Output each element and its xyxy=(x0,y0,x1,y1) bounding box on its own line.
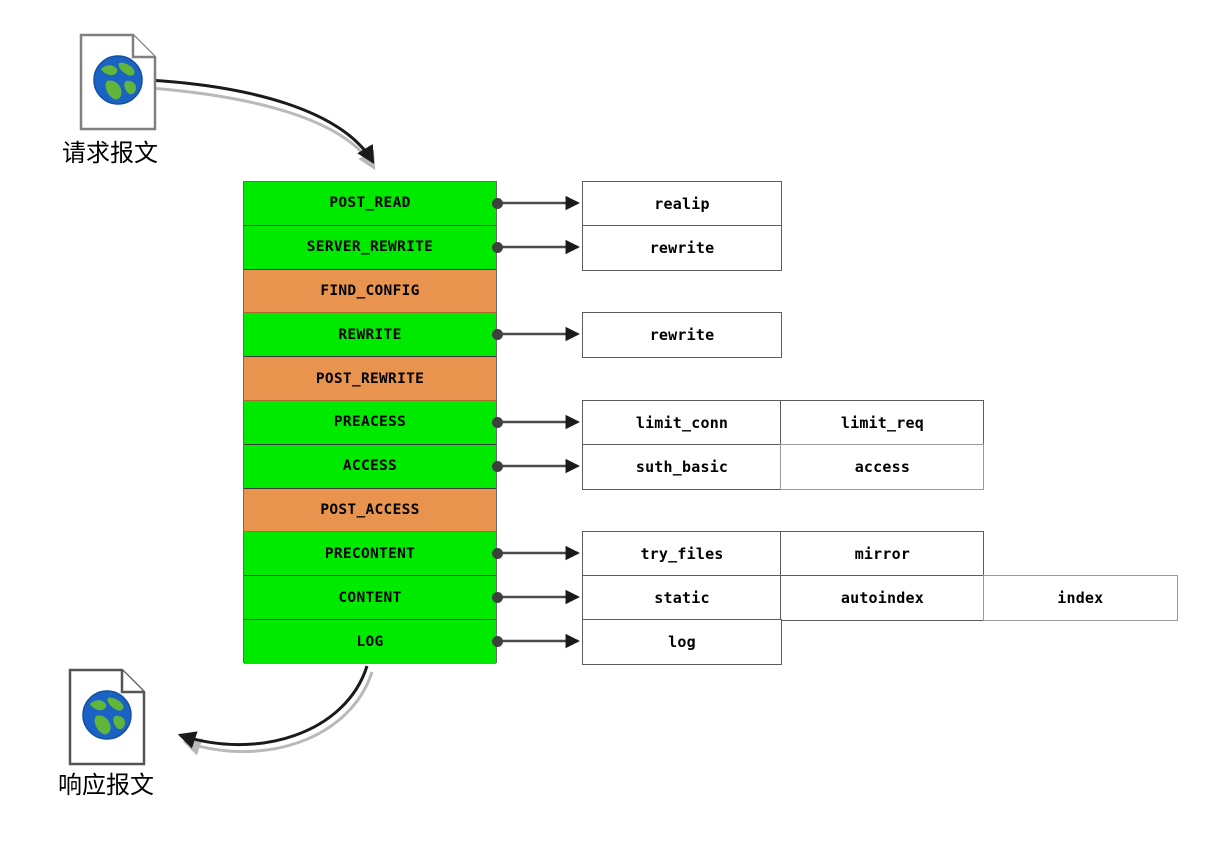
module-row-precontent: try_files mirror xyxy=(582,531,1176,577)
module-cell-mirror[interactable]: mirror xyxy=(780,531,985,577)
phase-row-log[interactable]: LOG xyxy=(244,619,496,664)
module-label: static xyxy=(654,588,710,607)
module-cell-access[interactable]: access xyxy=(780,444,985,490)
module-cell-index[interactable]: index xyxy=(982,575,1178,621)
module-label: rewrite xyxy=(649,238,715,257)
module-label: limit_conn xyxy=(635,413,729,432)
module-label: autoindex xyxy=(840,588,924,607)
phase-row-content[interactable]: CONTENT xyxy=(244,576,496,620)
phase-label: REWRITE xyxy=(338,326,402,343)
module-row-rewrite: rewrite xyxy=(582,312,782,358)
response-arrow-shadow xyxy=(182,671,374,756)
phase-row-post-access[interactable]: POST_ACCESS xyxy=(244,488,496,533)
module-cell-static[interactable]: static xyxy=(582,575,782,621)
module-row-post-read: realip xyxy=(582,181,782,227)
response-node-label: 响应报文 xyxy=(58,771,154,799)
connector-dot-access xyxy=(492,461,503,472)
module-label: realip xyxy=(654,194,710,213)
module-cell-auth-basic[interactable]: suth_basic xyxy=(582,444,782,490)
phase-row-preacess[interactable]: PREACESS xyxy=(244,400,496,445)
connector-dot-preacess xyxy=(492,417,503,428)
module-label: try_files xyxy=(640,544,724,563)
module-cell-autoindex[interactable]: autoindex xyxy=(780,575,985,621)
module-row-server-rewrite: rewrite xyxy=(582,225,782,271)
module-group-a: realip rewrite xyxy=(582,181,782,271)
module-group-c: limit_conn limit_req suth_basic access xyxy=(582,400,985,490)
phase-row-server-rewrite[interactable]: SERVER_REWRITE xyxy=(244,225,496,270)
connector-dot-post-read xyxy=(492,198,503,209)
connector-dot-server-rewrite xyxy=(492,242,503,253)
module-row-content: static autoindex index xyxy=(582,575,1178,621)
response-document-icon xyxy=(68,668,146,766)
module-row-access: suth_basic access xyxy=(582,444,985,490)
phase-row-access[interactable]: ACCESS xyxy=(244,444,496,489)
connector-dot-content xyxy=(492,592,503,603)
connector-dot-rewrite xyxy=(492,329,503,340)
module-label: rewrite xyxy=(649,325,715,344)
phase-row-post-rewrite[interactable]: POST_REWRITE xyxy=(244,357,496,401)
module-cell-limit-conn[interactable]: limit_conn xyxy=(582,400,782,446)
module-label: suth_basic xyxy=(635,457,729,476)
phase-label: ACCESS xyxy=(342,458,398,475)
module-group-d: try_files mirror static autoindex index … xyxy=(582,531,1178,665)
module-cell-rewrite[interactable]: rewrite xyxy=(582,225,782,271)
phase-label: LOG xyxy=(356,633,384,650)
phase-label: CONTENT xyxy=(338,589,402,606)
phase-stack: POST_READ SERVER_REWRITE FIND_CONFIG REW… xyxy=(243,181,497,664)
globe-icon xyxy=(93,55,143,105)
phase-label: POST_READ xyxy=(329,195,411,212)
module-label: mirror xyxy=(854,544,911,563)
phase-label: PREACESS xyxy=(333,414,407,431)
module-cell-rewrite[interactable]: rewrite xyxy=(582,312,782,358)
request-arrow xyxy=(147,78,375,165)
phase-label: POST_ACCESS xyxy=(320,501,420,518)
phase-label: SERVER_REWRITE xyxy=(306,239,434,256)
request-node-label: 请求报文 xyxy=(62,139,158,167)
module-label: access xyxy=(854,457,911,476)
module-cell-realip[interactable]: realip xyxy=(582,181,782,227)
module-label: limit_req xyxy=(840,413,924,432)
module-group-b: rewrite xyxy=(582,312,782,358)
request-document-icon xyxy=(79,33,157,131)
module-label: index xyxy=(1057,588,1104,607)
phase-label: POST_REWRITE xyxy=(315,370,425,387)
phase-label: PRECONTENT xyxy=(324,545,416,562)
module-row-log: log xyxy=(582,619,1176,665)
module-cell-limit-req[interactable]: limit_req xyxy=(780,400,985,446)
module-cell-log[interactable]: log xyxy=(582,619,782,665)
globe-icon xyxy=(82,690,132,740)
phase-label: FIND_CONFIG xyxy=(320,282,420,299)
phase-row-rewrite[interactable]: REWRITE xyxy=(244,313,496,358)
connector-dot-precontent xyxy=(492,548,503,559)
phase-row-post-read[interactable]: POST_READ xyxy=(244,182,496,226)
response-arrow xyxy=(177,665,369,749)
module-connectors xyxy=(497,195,580,649)
phase-row-find-config[interactable]: FIND_CONFIG xyxy=(244,269,496,314)
module-row-preacess: limit_conn limit_req xyxy=(582,400,985,446)
module-cell-try-files[interactable]: try_files xyxy=(582,531,782,577)
connector-dot-log xyxy=(492,636,503,647)
module-label: log xyxy=(668,632,696,651)
phase-row-precontent[interactable]: PRECONTENT xyxy=(244,532,496,577)
